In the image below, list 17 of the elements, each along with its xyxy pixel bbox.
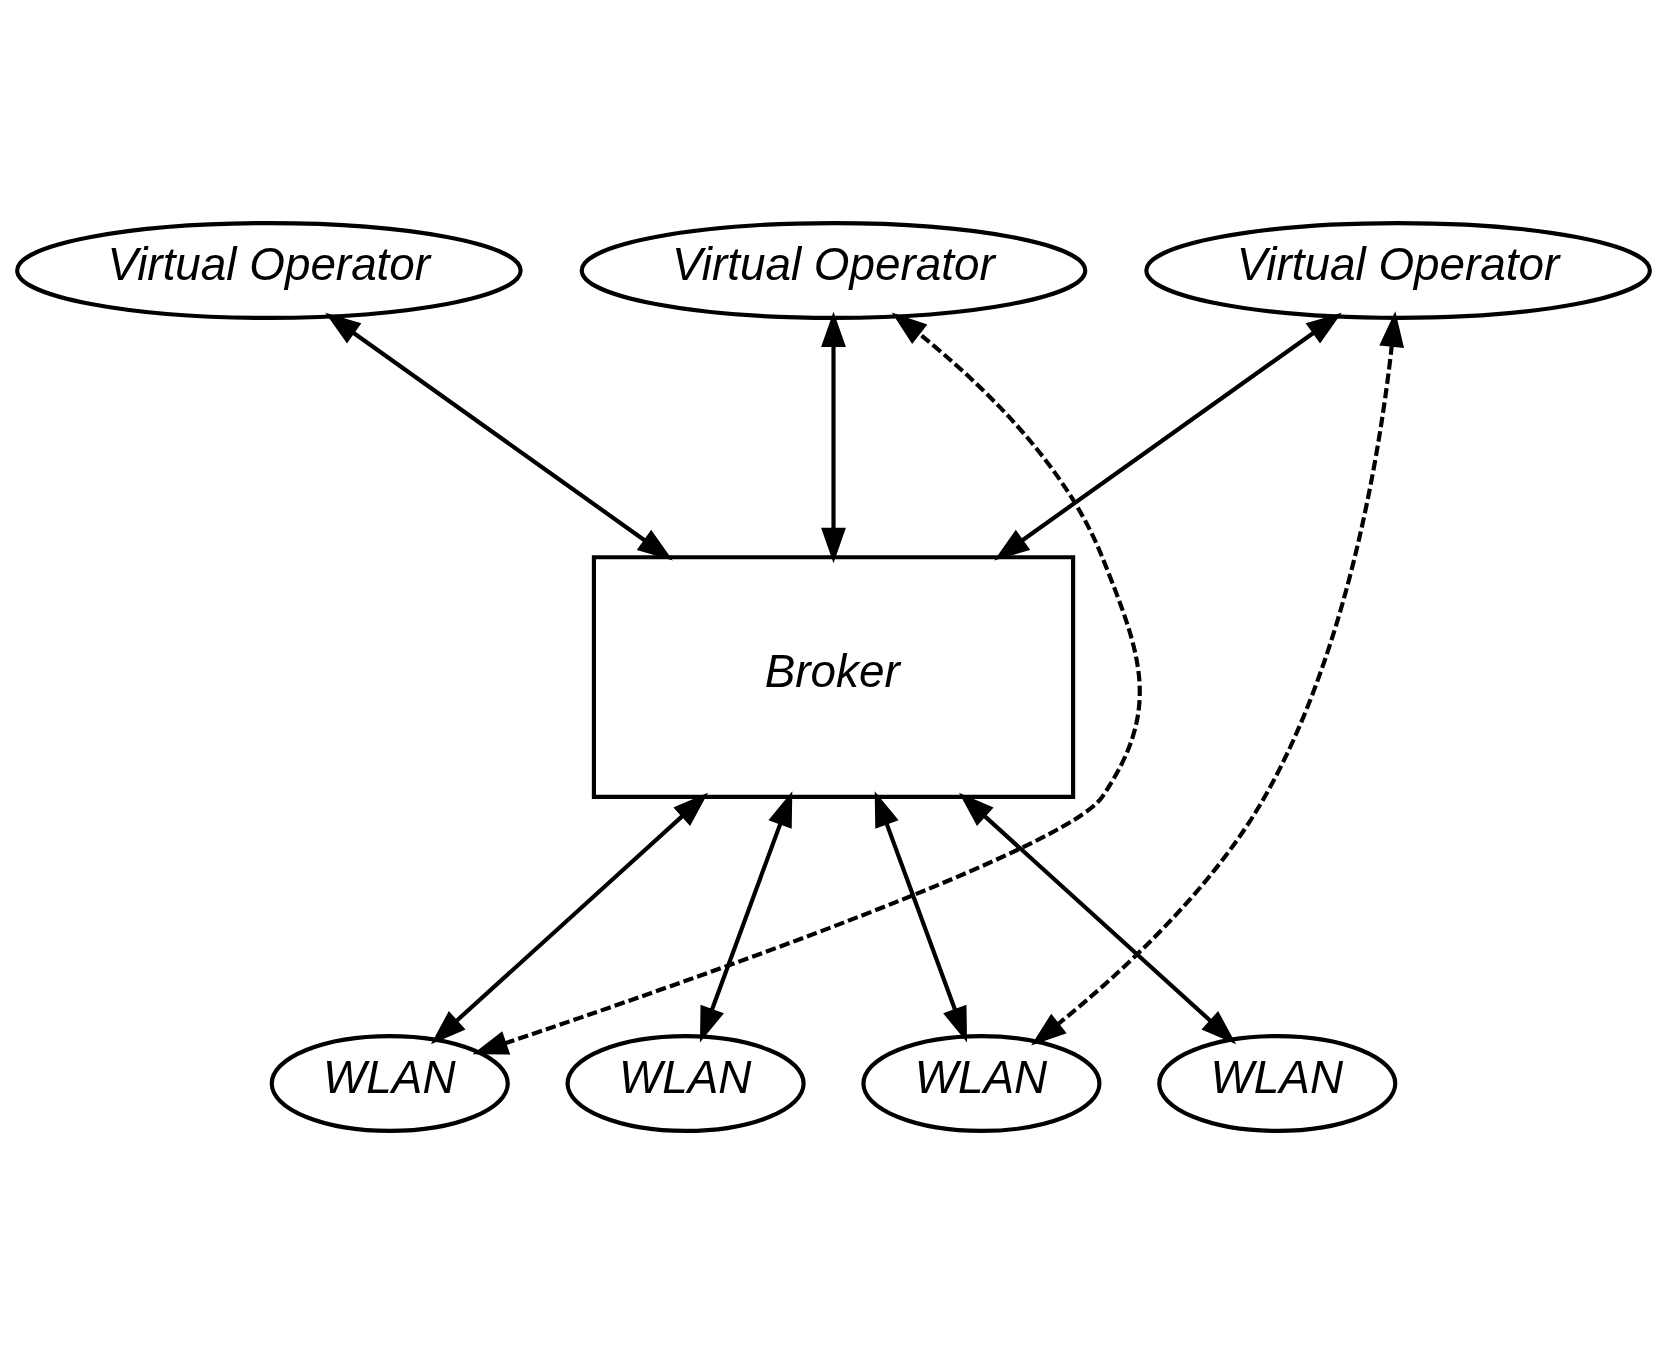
arrow bbox=[874, 791, 968, 1043]
arrow bbox=[699, 791, 793, 1043]
node-ellipse: Virtual Operator bbox=[15, 220, 523, 320]
node-ellipse: WLAN bbox=[565, 1034, 806, 1134]
arrow bbox=[994, 312, 1342, 561]
arrow bbox=[430, 792, 709, 1045]
node-ellipse: WLAN bbox=[269, 1034, 510, 1134]
arrow bbox=[821, 311, 846, 564]
arrow bbox=[958, 792, 1237, 1045]
node-box: Broker bbox=[591, 555, 1076, 799]
arrow bbox=[472, 312, 1142, 1055]
node-ellipse: WLAN bbox=[1157, 1034, 1398, 1134]
node-ellipse: Virtual Operator bbox=[1144, 220, 1652, 320]
arrow bbox=[325, 312, 673, 561]
arrow bbox=[1031, 311, 1405, 1046]
node-ellipse: Virtual Operator bbox=[579, 220, 1088, 320]
node-ellipse: WLAN bbox=[861, 1034, 1102, 1134]
